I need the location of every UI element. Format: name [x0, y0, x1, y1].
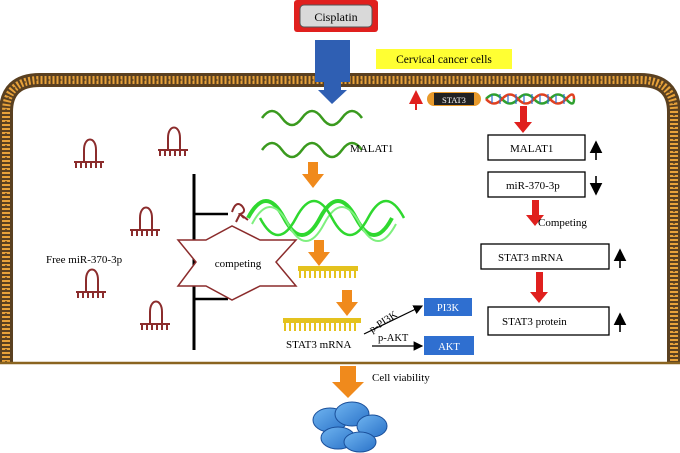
- cisplatin-box: Cisplatin: [294, 0, 378, 32]
- stat3-mrna-strand: [283, 318, 361, 331]
- summary-box-mirna: [487, 171, 586, 198]
- red-arrow-dna-to-malat1: [514, 106, 532, 133]
- competing-label: competing: [215, 258, 262, 270]
- mrna-fragment-top: [298, 266, 358, 278]
- akt-box: [424, 336, 474, 355]
- summary-box-stat3-protein: [487, 306, 610, 336]
- mirna-hairpin: [74, 138, 104, 168]
- cell-label-background: [376, 49, 512, 69]
- cisplatin-label: Cisplatin: [314, 10, 357, 24]
- summary-malat1-label: MALAT1: [510, 143, 553, 155]
- stat3-mrna-label: STAT3 mRNA: [286, 339, 351, 351]
- stat3-gene-label: STAT3: [442, 95, 466, 105]
- akt-label: AKT: [438, 342, 460, 353]
- orange-arrow-3: [336, 290, 358, 316]
- mirna-hairpin: [130, 206, 160, 236]
- cisplatin-entry-arrow: [315, 40, 350, 104]
- summary-box-stat3-mrna: [480, 243, 610, 270]
- free-mirna-label: Free miR-370-3p: [46, 254, 123, 266]
- summary-competing-label: Competing: [538, 217, 587, 229]
- mirna-hairpin: [158, 126, 188, 156]
- orange-arrow-2: [308, 240, 330, 266]
- summary-stat3-protein-label: STAT3 protein: [502, 316, 567, 328]
- orange-arrow-1: [302, 162, 324, 188]
- red-arrow-mrna-to-protein: [530, 272, 548, 303]
- cell-viability-arrow: [332, 366, 364, 398]
- p-akt-label: p-AKT: [378, 333, 409, 344]
- p-pi3k-label: p-PI3K: [368, 309, 400, 335]
- malat1-expanded-wave: [246, 199, 406, 242]
- malat1-label: MALAT1: [350, 143, 393, 155]
- malat1-strand-2: [260, 141, 364, 159]
- bound-mirna: [231, 203, 249, 223]
- summary-box-malat1: [487, 134, 586, 161]
- malat1-strand-1: [260, 109, 364, 127]
- red-arrow-mirna-to-competing: [526, 200, 544, 226]
- summary-mirna-label: miR-370-3p: [506, 180, 560, 192]
- mirna-hairpin: [76, 268, 106, 298]
- mirna-hairpin: [140, 300, 170, 330]
- cell-cluster: [312, 401, 388, 453]
- summary-stat3-mrna-label: STAT3 mRNA: [498, 252, 563, 264]
- cell-viability-label: Cell viability: [372, 372, 430, 384]
- pi3k-label: PI3K: [437, 303, 460, 314]
- free-mirna-cluster: [74, 126, 188, 330]
- pi3k-arrow: [363, 305, 424, 335]
- dna-helix: [485, 93, 576, 105]
- cell-label: Cervical cancer cells: [396, 54, 492, 66]
- competing-star: [176, 225, 298, 301]
- pi3k-box: [424, 298, 472, 316]
